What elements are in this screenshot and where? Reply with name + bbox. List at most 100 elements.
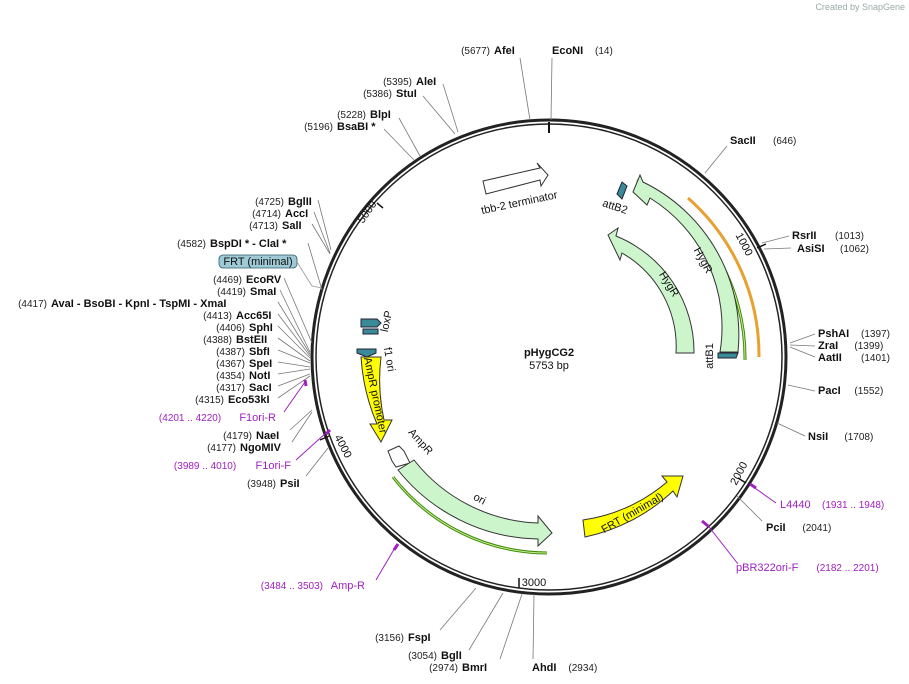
enzyme-site-acc65i[interactable]: Acc65I(4413) (203, 310, 271, 322)
enzyme-site-eco53ki[interactable]: Eco53kI(4315) (195, 394, 270, 406)
primer-f1ori-f[interactable]: (3989 .. 4010)F1ori-F (174, 460, 291, 472)
feature-attb1[interactable] (717, 352, 739, 359)
enzyme-site-sbfi[interactable]: SbfI(4387) (216, 346, 270, 358)
primer-ampr-leader (375, 545, 397, 581)
enzyme-name: SphI (249, 322, 273, 334)
feature-frt3-b[interactable] (362, 328, 379, 335)
enzyme-site-sali[interactable]: SalI(4713) (249, 220, 301, 232)
enzyme-position: (1708) (844, 432, 873, 443)
enzyme-position: (4179) (223, 431, 252, 442)
leader-smai (279, 289, 311, 353)
tick-1000 (756, 243, 767, 249)
feature-loxp[interactable] (356, 348, 377, 358)
feature-frt-minimal-box[interactable] (218, 254, 298, 269)
primer-pbr322ori-f[interactable]: (2182 .. 2201)pBR322ori-F (736, 562, 879, 574)
leader-stui (422, 95, 456, 135)
leader-acc65i (277, 313, 311, 357)
enzyme-name: NsiI (808, 431, 828, 443)
enzyme-position: (2934) (568, 663, 597, 674)
enzyme-name: EcoNI (552, 45, 583, 57)
enzyme-site-pshai[interactable]: PshAI(1397) (818, 328, 890, 340)
enzyme-site-zrai[interactable]: ZraI(1399) (818, 340, 883, 352)
enzyme-position: (4417) (18, 299, 47, 310)
leader-aatii (789, 346, 816, 358)
enzyme-leaders (277, 57, 816, 660)
enzyme-position: (4317) (216, 383, 245, 394)
primer-name: Amp-R (331, 580, 365, 592)
enzyme-site-afei[interactable]: AfeI(5677) (461, 45, 515, 57)
enzyme-site-ecorv[interactable]: EcoRV(4469) (213, 274, 282, 286)
enzyme-site-saci[interactable]: SacI (4317) (216, 382, 272, 394)
enzyme-position: (1552) (854, 386, 883, 397)
tick-2000 (737, 477, 747, 484)
enzyme-site-paci[interactable]: PacI(1552) (818, 385, 883, 397)
enzyme-site-bgli[interactable]: BglI(3054) (408, 650, 462, 662)
feature-hygr-outer[interactable] (632, 173, 740, 353)
primer-f1ori-f-mark (324, 428, 332, 436)
enzyme-site-alei[interactable]: AleI(5395) (383, 76, 436, 88)
feature-ampr-promoter-label: AmpR (406, 427, 435, 458)
leader-ahdi (532, 593, 535, 660)
enzyme-site-bmri[interactable]: BmrI(2974) (429, 662, 487, 674)
enzyme-position: (646) (773, 136, 796, 147)
feature-attb2[interactable] (616, 181, 628, 200)
feature-f1-ori[interactable] (360, 356, 393, 444)
enzyme-site-aatii[interactable]: AatII(1401) (818, 352, 890, 364)
enzyme-position: (1399) (854, 341, 883, 352)
leader-bmri (499, 593, 523, 660)
enzyme-site-bglii[interactable]: BglII(4725) (255, 196, 312, 208)
feature-tbb2-terminator[interactable] (482, 162, 549, 195)
leader-sali (311, 223, 331, 255)
enzyme-site-rsrii[interactable]: RsrII(1013) (792, 230, 864, 242)
enzyme-site-psii[interactable]: PsiI(3948) (247, 478, 299, 490)
enzyme-name: StuI (396, 88, 417, 100)
enzyme-site-bspdi-clai[interactable]: BspDI * - ClaI *(4582) (177, 238, 287, 250)
enzyme-name: AfeI (494, 45, 515, 57)
leader-bgli (468, 592, 504, 651)
leader-sacii (704, 145, 728, 174)
enzyme-site-acci[interactable]: AccI(4714) (252, 208, 308, 220)
enzyme-site-bsabi[interactable]: BsaBI *(5196) (304, 121, 376, 133)
enzyme-site-smai[interactable]: SmaI(4419) (217, 286, 276, 298)
enzyme-site-sacii[interactable]: SacII(646) (730, 135, 796, 147)
enzyme-site-stui[interactable]: StuI(5386) (363, 88, 417, 100)
enzyme-site-pcii[interactable]: PciI(2041) (766, 522, 831, 534)
leader-rsrii (761, 235, 790, 244)
enzyme-site-fspi[interactable]: FspI(3156) (375, 632, 431, 644)
enzyme-site-ahdi[interactable]: AhdI(2934) (532, 662, 597, 674)
enzyme-site-bsteii[interactable]: BstEII(4388) (203, 334, 267, 346)
enzyme-name: PciI (766, 522, 786, 534)
enzyme-name: BsaBI * (337, 121, 376, 133)
enzyme-site-blpi[interactable]: BlpI(5228) (337, 109, 391, 121)
leader-naei (289, 409, 313, 431)
primer-f1ori-r[interactable]: (4201 .. 4220)F1ori-R (159, 412, 276, 424)
enzyme-name: AleI (416, 76, 436, 88)
enzyme-site-econi[interactable]: EcoNI(14) (552, 45, 613, 57)
enzyme-position: (4419) (217, 287, 246, 298)
feature-ampr-promoter[interactable] (387, 445, 411, 468)
feature-frt3[interactable] (360, 318, 382, 328)
primer-l4440[interactable]: (1931 .. 1948)L4440 (780, 499, 884, 511)
feature-frt-minimal-label: FRT (minimal) (223, 256, 292, 268)
feature-loxp-label: f1 ori (381, 346, 397, 372)
feature-ampr[interactable] (397, 459, 553, 548)
enzyme-site-noti[interactable]: NotI(4354) (216, 370, 270, 382)
enzyme-name: BstEII (236, 334, 267, 346)
enzyme-site-sphi[interactable]: SphI(4406) (216, 322, 273, 334)
primer-range: (1931 .. 1948) (822, 500, 884, 511)
enzyme-site-nsii[interactable]: NsiI (1708) (808, 431, 873, 443)
primer-amp-r[interactable]: (3484 .. 3503)Amp-R (261, 580, 365, 592)
enzyme-name: SacI (249, 382, 272, 394)
leader-nsii (776, 422, 806, 437)
enzyme-site-naei[interactable]: NaeI(4179) (223, 430, 279, 442)
feature-hygr-inner[interactable] (607, 226, 695, 354)
enzyme-site-avai-bsobi-kpni-tspmi-xmai[interactable]: AvaI - BsoBI - KpnI - TspMI - XmaI(4417) (18, 298, 226, 310)
enzyme-name: Eco53kI (228, 394, 270, 406)
plasmid-name: pHygCG2 (524, 347, 574, 359)
primer-ampr-mark (392, 543, 400, 551)
enzyme-site-spei[interactable]: SpeI(4367) (216, 358, 272, 370)
enzyme-site-asisi[interactable]: AsiSI(1062) (797, 243, 869, 255)
enzyme-site-ngomiv[interactable]: NgoMIV(4177) (207, 442, 282, 454)
feature-ori[interactable] (582, 475, 684, 538)
feature-frt-minimal-leader (296, 261, 313, 287)
